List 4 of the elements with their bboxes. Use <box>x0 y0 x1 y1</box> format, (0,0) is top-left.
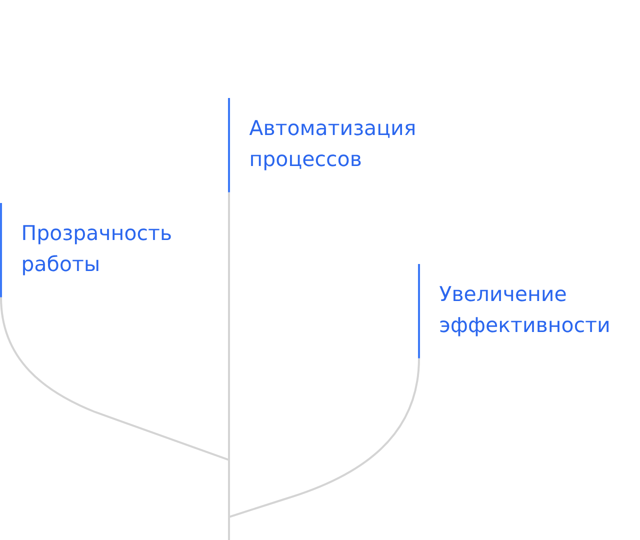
text-block: Автоматизация процессов <box>228 98 414 192</box>
text-block: Прозрачность работы <box>0 203 171 298</box>
branch-line <box>228 358 420 540</box>
text-block: Увеличение эффективности <box>418 264 608 358</box>
